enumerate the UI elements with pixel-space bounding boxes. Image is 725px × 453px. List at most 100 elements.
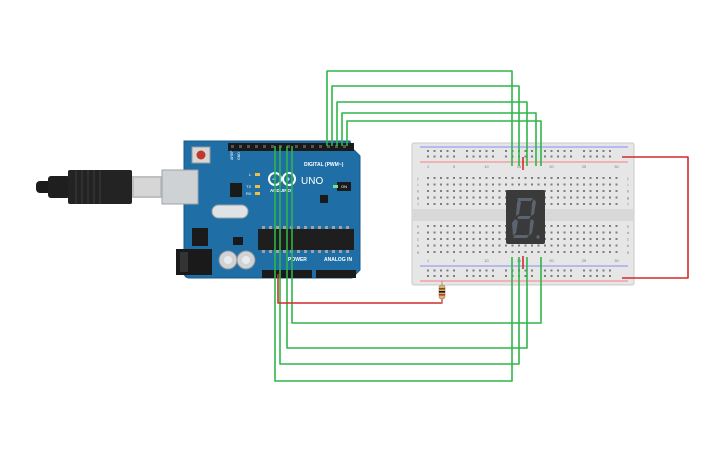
breadboard-hole[interactable] xyxy=(544,251,546,253)
breadboard-hole[interactable] xyxy=(459,231,462,234)
breadboard-hole[interactable] xyxy=(505,251,507,253)
breadboard-hole[interactable] xyxy=(550,225,553,227)
rail-hole[interactable] xyxy=(433,155,436,158)
breadboard-hole[interactable] xyxy=(505,244,507,247)
breadboard-hole[interactable] xyxy=(602,244,605,247)
breadboard-hole[interactable] xyxy=(576,190,579,192)
rail-hole[interactable] xyxy=(583,269,585,272)
breadboard-hole[interactable] xyxy=(485,183,488,186)
breadboard-hole[interactable] xyxy=(583,190,585,192)
breadboard-hole[interactable] xyxy=(596,196,598,199)
rail-hole[interactable] xyxy=(563,269,566,272)
breadboard-hole[interactable] xyxy=(459,238,462,240)
rail-hole[interactable] xyxy=(453,269,455,272)
rail-hole[interactable] xyxy=(433,150,436,152)
rail-hole[interactable] xyxy=(570,275,572,277)
breadboard-hole[interactable] xyxy=(583,177,585,179)
breadboard-hole[interactable] xyxy=(563,196,566,199)
breadboard-hole[interactable] xyxy=(433,183,436,186)
breadboard-hole[interactable] xyxy=(466,244,468,247)
rail-hole[interactable] xyxy=(531,275,533,277)
rail-hole[interactable] xyxy=(609,155,611,158)
breadboard-hole[interactable] xyxy=(589,238,592,240)
wire-pin10-segment[interactable] xyxy=(286,146,528,349)
breadboard-hole[interactable] xyxy=(557,238,559,240)
breadboard-hole[interactable] xyxy=(446,244,449,247)
breadboard-hole[interactable] xyxy=(479,238,481,240)
rail-hole[interactable] xyxy=(563,155,566,158)
breadboard-hole[interactable] xyxy=(576,196,579,199)
breadboard-hole[interactable] xyxy=(433,190,436,192)
breadboard-hole[interactable] xyxy=(492,177,494,179)
breadboard-hole[interactable] xyxy=(498,190,501,192)
rail-hole[interactable] xyxy=(492,155,494,158)
breadboard-hole[interactable] xyxy=(427,196,429,199)
rail-hole[interactable] xyxy=(466,155,468,158)
breadboard-hole[interactable] xyxy=(589,183,592,186)
breadboard-hole[interactable] xyxy=(550,177,553,179)
rail-hole[interactable] xyxy=(557,269,559,272)
breadboard-hole[interactable] xyxy=(615,251,618,253)
wire-pin9-segment[interactable] xyxy=(291,146,542,324)
rail-hole[interactable] xyxy=(531,269,533,272)
breadboard-hole[interactable] xyxy=(479,244,481,247)
breadboard-hole[interactable] xyxy=(576,203,579,205)
breadboard-hole[interactable] xyxy=(615,238,618,240)
breadboard-hole[interactable] xyxy=(570,231,572,234)
breadboard-hole[interactable] xyxy=(615,225,618,227)
breadboard-hole[interactable] xyxy=(459,183,462,186)
breadboard-hole[interactable] xyxy=(570,238,572,240)
breadboard-hole[interactable] xyxy=(609,196,611,199)
breadboard-hole[interactable] xyxy=(498,251,501,253)
breadboard-hole[interactable] xyxy=(615,183,618,186)
breadboard-hole[interactable] xyxy=(446,196,449,199)
breadboard-hole[interactable] xyxy=(544,190,546,192)
breadboard-hole[interactable] xyxy=(427,190,429,192)
breadboard-hole[interactable] xyxy=(615,231,618,234)
breadboard-hole[interactable] xyxy=(596,190,598,192)
wire-pin6-segment[interactable] xyxy=(331,85,520,166)
breadboard-hole[interactable] xyxy=(531,177,533,179)
breadboard-hole[interactable] xyxy=(537,251,540,253)
breadboard-hole[interactable] xyxy=(472,238,475,240)
rail-hole[interactable] xyxy=(589,155,592,158)
breadboard-hole[interactable] xyxy=(602,238,605,240)
breadboard-hole[interactable] xyxy=(570,225,572,227)
breadboard-hole[interactable] xyxy=(446,225,449,227)
breadboard-hole[interactable] xyxy=(453,244,455,247)
breadboard-hole[interactable] xyxy=(479,203,481,205)
rail-hole[interactable] xyxy=(505,275,507,277)
breadboard-hole[interactable] xyxy=(440,238,442,240)
breadboard-hole[interactable] xyxy=(479,231,481,234)
rail-hole[interactable] xyxy=(479,155,481,158)
breadboard-hole[interactable] xyxy=(609,177,611,179)
rail-hole[interactable] xyxy=(427,275,429,277)
breadboard-hole[interactable] xyxy=(609,203,611,205)
rail-hole[interactable] xyxy=(427,150,429,152)
breadboard-hole[interactable] xyxy=(583,225,585,227)
breadboard-hole[interactable] xyxy=(531,244,533,247)
breadboard-hole[interactable] xyxy=(505,183,507,186)
breadboard-hole[interactable] xyxy=(557,177,559,179)
breadboard-hole[interactable] xyxy=(576,225,579,227)
breadboard-hole[interactable] xyxy=(563,203,566,205)
breadboard-hole[interactable] xyxy=(602,190,605,192)
breadboard-hole[interactable] xyxy=(453,190,455,192)
breadboard-hole[interactable] xyxy=(511,251,514,253)
breadboard-hole[interactable] xyxy=(466,196,468,199)
breadboard-hole[interactable] xyxy=(466,203,468,205)
breadboard-hole[interactable] xyxy=(466,238,468,240)
breadboard-hole[interactable] xyxy=(576,238,579,240)
rail-hole[interactable] xyxy=(466,150,468,152)
rail-hole[interactable] xyxy=(583,150,585,152)
rail-hole[interactable] xyxy=(609,269,611,272)
rail-hole[interactable] xyxy=(596,150,598,152)
breadboard-hole[interactable] xyxy=(427,225,429,227)
breadboard-hole[interactable] xyxy=(440,203,442,205)
rail-hole[interactable] xyxy=(492,275,494,277)
breadboard-hole[interactable] xyxy=(492,183,494,186)
breadboard-hole[interactable] xyxy=(563,183,566,186)
rail-hole[interactable] xyxy=(446,155,449,158)
rail-hole[interactable] xyxy=(446,275,449,277)
breadboard-hole[interactable] xyxy=(570,196,572,199)
